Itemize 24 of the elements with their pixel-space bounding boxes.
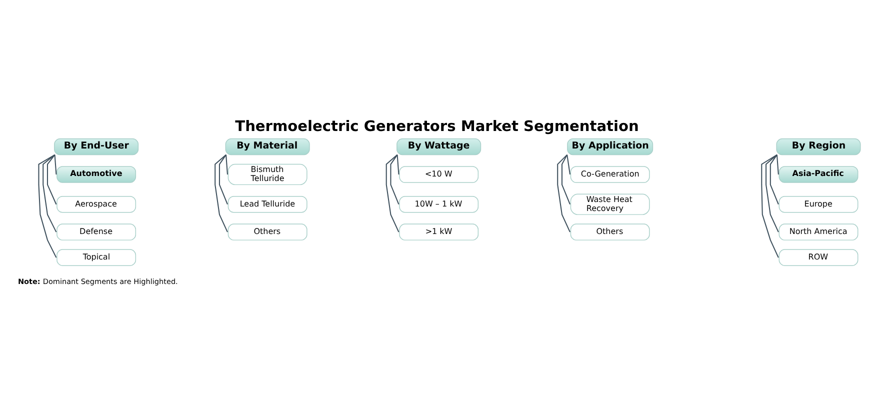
connector [38, 154, 56, 258]
connector [566, 154, 570, 174]
node-box: By Region [776, 138, 860, 155]
connector [42, 154, 56, 232]
connector [214, 154, 228, 232]
node-box: By Application [566, 138, 653, 155]
connector [556, 154, 570, 232]
connector [385, 154, 399, 232]
connector [396, 154, 399, 174]
node-box: By Wattage [396, 138, 481, 155]
connector [765, 154, 778, 232]
connector [769, 154, 778, 204]
connector [54, 154, 56, 174]
connector [46, 154, 56, 204]
connector [390, 154, 399, 204]
node-box: By Material [224, 138, 310, 155]
connector [760, 154, 778, 258]
diagram-title: Thermoelectric Generators Market Segmentation [234, 117, 638, 134]
connector [560, 154, 570, 204]
connector [225, 154, 228, 174]
node-box: By End-User [54, 138, 138, 155]
connector [218, 154, 228, 204]
connector [776, 154, 778, 174]
label: Note: Dominant Segments are Highlighted. [17, 276, 178, 286]
